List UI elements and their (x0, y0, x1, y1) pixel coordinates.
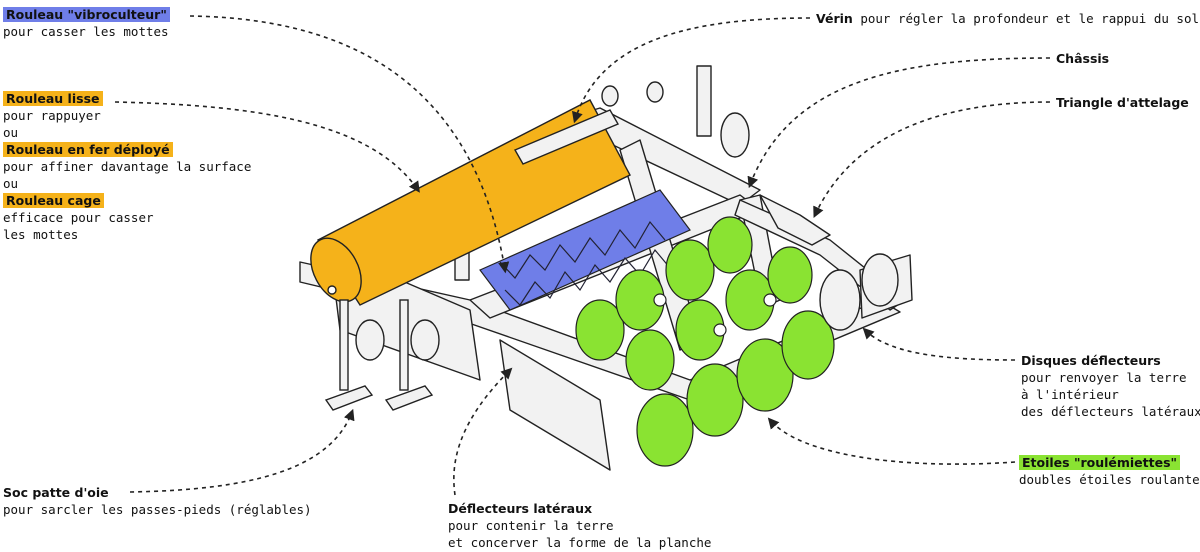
leader-rouleaux (114, 101, 420, 193)
label-soc-desc: pour sarcler les passes-pieds (réglables… (3, 502, 312, 517)
leader-chassis (747, 57, 1051, 189)
label-cage-title: Rouleau cage (3, 193, 104, 208)
label-rouleaux: Rouleau lisse pour rappuyer ou Rouleau e… (3, 90, 251, 243)
label-etoiles: Etoiles "roulémiettes" doubles étoiles r… (1019, 454, 1200, 488)
label-vibro-title: Rouleau "vibroculteur" (3, 7, 170, 22)
leader-triangle (813, 101, 1051, 219)
label-etoiles-desc: doubles étoiles roulantes (1019, 472, 1200, 487)
label-triangle-title: Triangle d'attelage (1056, 95, 1189, 110)
verin (514, 81, 664, 165)
label-vibro: Rouleau "vibroculteur" pour casser les m… (3, 6, 170, 40)
label-ou-2: ou (3, 176, 19, 191)
label-lisse-title: Rouleau lisse (3, 91, 103, 106)
leader-deflecteurs (453, 367, 513, 496)
leader-lines (114, 15, 1051, 496)
label-lisse-desc: pour rappuyer (3, 108, 101, 123)
label-fer-title: Rouleau en fer déployé (3, 142, 173, 157)
label-deflecteurs-title: Déflecteurs latéraux (448, 501, 593, 516)
leader-etoiles (767, 417, 1016, 465)
label-chassis: Châssis (1056, 50, 1109, 67)
label-deflecteurs: Déflecteurs latéraux pour contenir la te… (448, 500, 711, 551)
label-disques-desc-1: pour renvoyer la terre (1021, 370, 1187, 385)
label-disques-desc-3: des déflecteurs latéraux (1021, 404, 1200, 419)
label-cage-desc-2: les mottes (3, 227, 79, 242)
leader-vibro (189, 15, 510, 274)
label-etoiles-title: Etoiles "roulémiettes" (1019, 455, 1181, 470)
label-deflecteurs-desc-1: pour contenir la terre (448, 518, 614, 533)
leader-soc (129, 408, 355, 493)
label-verin-desc: pour régler la profondeur et le rappui d… (852, 11, 1200, 26)
label-triangle: Triangle d'attelage (1056, 94, 1189, 111)
soc-patte-oie (324, 299, 440, 411)
label-vibro-desc: pour casser les mottes (3, 24, 169, 39)
label-chassis-title: Châssis (1056, 51, 1110, 66)
leader-disques (862, 327, 1016, 361)
label-verin-title: Vérin (816, 11, 853, 26)
etoiles-roulemiettes (575, 216, 835, 467)
label-disques: Disques déflecteurs pour renvoyer la ter… (1021, 352, 1200, 420)
label-deflecteurs-desc-2: et concerver la forme de la planche (448, 535, 712, 550)
leader-verin (572, 17, 811, 124)
label-disques-title: Disques déflecteurs (1021, 353, 1161, 368)
label-soc: Soc patte d'oie pour sarcler les passes-… (3, 484, 312, 518)
label-soc-title: Soc patte d'oie (3, 485, 109, 500)
label-ou-1: ou (3, 125, 19, 140)
label-verin: Vérin pour régler la profondeur et le ra… (816, 10, 1200, 27)
label-cage-desc-1: efficace pour casser (3, 210, 154, 225)
label-fer-desc: pour affiner davantage la surface (3, 159, 252, 174)
label-disques-desc-2: à l'intérieur (1021, 387, 1119, 402)
disques-deflecteurs (720, 112, 899, 331)
